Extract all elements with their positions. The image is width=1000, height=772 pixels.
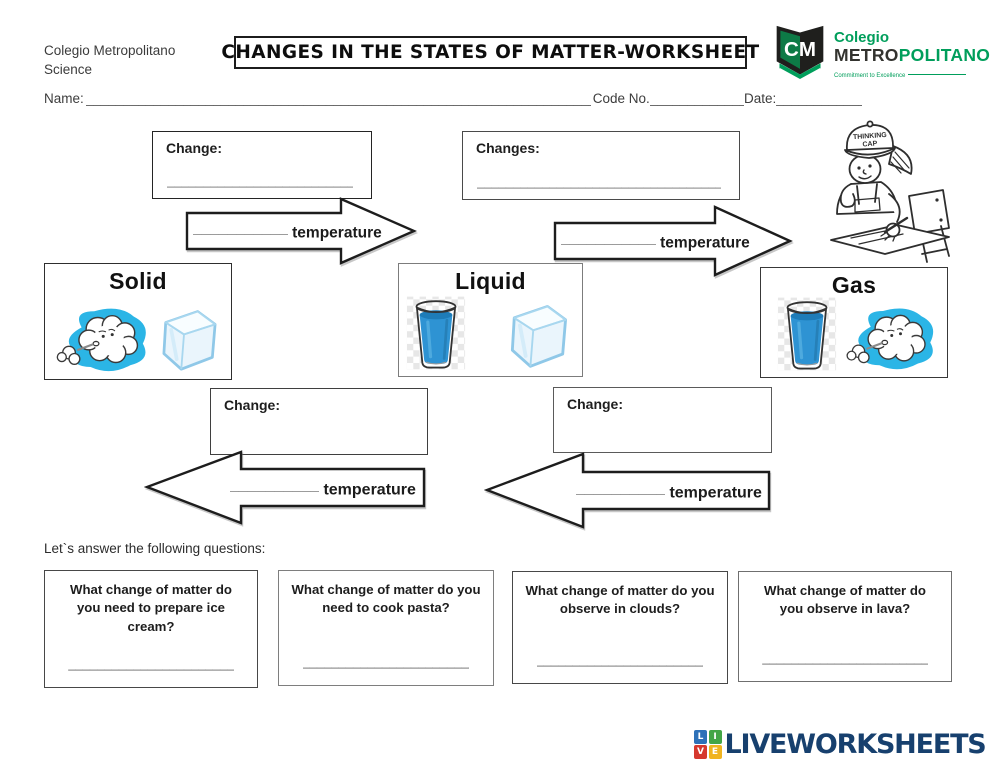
question-box-lava: What change of matter do you observe in … bbox=[738, 571, 952, 682]
change-label: Change: bbox=[224, 397, 280, 413]
tile-v: V bbox=[694, 745, 707, 760]
svg-text:CM: CM bbox=[784, 38, 816, 61]
state-box-solid: Solid bbox=[44, 263, 232, 380]
tile-l: L bbox=[694, 729, 707, 744]
change-box-liquid-to-gas: Changes: _______________________________… bbox=[462, 131, 740, 200]
right-arrow-icon bbox=[553, 205, 793, 277]
liveworksheets-logo[interactable]: L I V E LIVEWORKSHEETS bbox=[694, 729, 987, 760]
logo-tagline: Commitment to Excellence bbox=[834, 72, 906, 79]
right-arrow-icon bbox=[185, 197, 417, 265]
state-box-liquid: Liquid bbox=[398, 263, 583, 377]
question-text: What change of matter do you need to coo… bbox=[291, 582, 481, 616]
heating-arrow-liquid-gas: ___________ temperature bbox=[553, 204, 793, 278]
name-blank-field[interactable]: ________________________________________… bbox=[85, 91, 591, 106]
temperature-blank-field[interactable]: __________ bbox=[576, 479, 665, 496]
question-box-pasta: What change of matter do you need to coo… bbox=[278, 570, 494, 686]
logo-tagline-rule bbox=[908, 73, 967, 75]
change-blank-field[interactable]: ________________________________________… bbox=[477, 174, 721, 189]
state-title: Solid bbox=[109, 268, 167, 294]
svg-text:CAP: CAP bbox=[862, 140, 878, 148]
logo-word-metropolitano: METROPOLITANO bbox=[834, 45, 991, 65]
temperature-label: temperature bbox=[660, 234, 750, 252]
question-text: What change of matter do you observe in … bbox=[525, 583, 715, 617]
tile-i: I bbox=[708, 729, 722, 744]
worksheet-title: CHANGES IN THE STATES OF MATTER-WORKSHEE… bbox=[221, 42, 760, 63]
heating-arrow-solid-liquid: ___________ temperature bbox=[185, 196, 417, 266]
cooling-arrow-liquid-solid: __________ temperature bbox=[144, 449, 426, 526]
blowing-cloud-image[interactable] bbox=[51, 304, 152, 376]
school-logo: CM Colegio METROPOLITANO Commitment to E… bbox=[772, 22, 990, 84]
left-arrow-icon bbox=[144, 450, 426, 525]
name-label: Name: bbox=[44, 91, 84, 106]
arrow-caption: __________ temperature bbox=[230, 476, 416, 499]
temperature-label: temperature bbox=[292, 224, 382, 242]
change-label: Change: bbox=[567, 396, 623, 412]
temperature-blank-field[interactable]: __________ bbox=[230, 476, 319, 493]
question-text: What change of matter do you observe in … bbox=[764, 583, 926, 617]
temperature-label: temperature bbox=[323, 481, 416, 498]
state-title: Liquid bbox=[455, 268, 526, 294]
cooling-arrow-gas-liquid: __________ temperature bbox=[484, 451, 771, 530]
change-blank-field[interactable]: ________________________________________… bbox=[167, 173, 353, 188]
questions-intro: Let`s answer the following questions: bbox=[44, 541, 266, 556]
change-label: Changes: bbox=[476, 140, 540, 156]
liveworksheets-wordmark: LIVEWORKSHEETS bbox=[724, 729, 987, 760]
school-subject: Science bbox=[44, 61, 93, 77]
answer-blank-field[interactable]: ________________________________ bbox=[68, 656, 233, 671]
ice-cube-image[interactable] bbox=[500, 297, 576, 373]
change-box-solid-to-liquid: Change: ________________________________… bbox=[152, 131, 372, 199]
water-glass-image[interactable] bbox=[405, 293, 467, 373]
change-label: Change: bbox=[166, 140, 222, 156]
left-arrow-icon bbox=[484, 452, 771, 529]
water-glass-image[interactable] bbox=[775, 294, 839, 374]
answer-blank-field[interactable]: ________________________________ bbox=[762, 650, 927, 665]
worksheet-title-box: CHANGES IN THE STATES OF MATTER-WORKSHEE… bbox=[221, 36, 759, 69]
state-box-gas: Gas bbox=[760, 267, 948, 378]
svg-text:THINKING: THINKING bbox=[853, 132, 888, 141]
code-blank-field[interactable]: ______________________ bbox=[649, 91, 744, 106]
arrow-caption: __________ temperature bbox=[576, 479, 762, 502]
date-blank-field[interactable]: ______________________ bbox=[776, 91, 862, 106]
tile-e: E bbox=[708, 745, 722, 760]
arrow-caption: ___________ temperature bbox=[561, 230, 750, 253]
arrow-caption: ___________ temperature bbox=[193, 220, 382, 243]
date-label: Date: bbox=[743, 91, 777, 106]
student-info-row: Name: __________________________________… bbox=[44, 91, 862, 106]
state-title: Gas bbox=[831, 272, 877, 298]
question-box-ice-cream: What change of matter do you need to pre… bbox=[44, 570, 258, 688]
logo-wordmark: Colegio METROPOLITANO Commitment to Exce… bbox=[834, 22, 990, 81]
logo-word-colegio: Colegio bbox=[834, 29, 889, 46]
question-box-clouds: What change of matter do you observe in … bbox=[512, 571, 728, 684]
blowing-cloud-image[interactable] bbox=[839, 304, 941, 374]
temperature-label: temperature bbox=[669, 484, 762, 501]
question-text: What change of matter do you need to pre… bbox=[70, 582, 232, 634]
school-name: Colegio Metropolitano bbox=[44, 43, 176, 58]
school-header: Colegio Metropolitano Science bbox=[44, 42, 175, 80]
answer-blank-field[interactable]: ________________________________ bbox=[536, 652, 704, 667]
temperature-blank-field[interactable]: ___________ bbox=[193, 219, 288, 237]
ice-cube-image[interactable] bbox=[152, 302, 225, 376]
change-box-liquid-to-solid[interactable]: Change: bbox=[210, 388, 428, 455]
change-box-gas-to-liquid[interactable]: Change: bbox=[553, 387, 772, 453]
answer-blank-field[interactable]: ________________________________ bbox=[302, 654, 470, 669]
cm-emblem-icon: CM bbox=[776, 25, 824, 82]
thinking-student-illustration: THINKING CAP bbox=[830, 120, 950, 263]
code-label: Code No. bbox=[592, 91, 650, 106]
temperature-blank-field[interactable]: ___________ bbox=[561, 229, 656, 247]
liveworksheets-tiles-icon: L I V E bbox=[694, 729, 722, 760]
